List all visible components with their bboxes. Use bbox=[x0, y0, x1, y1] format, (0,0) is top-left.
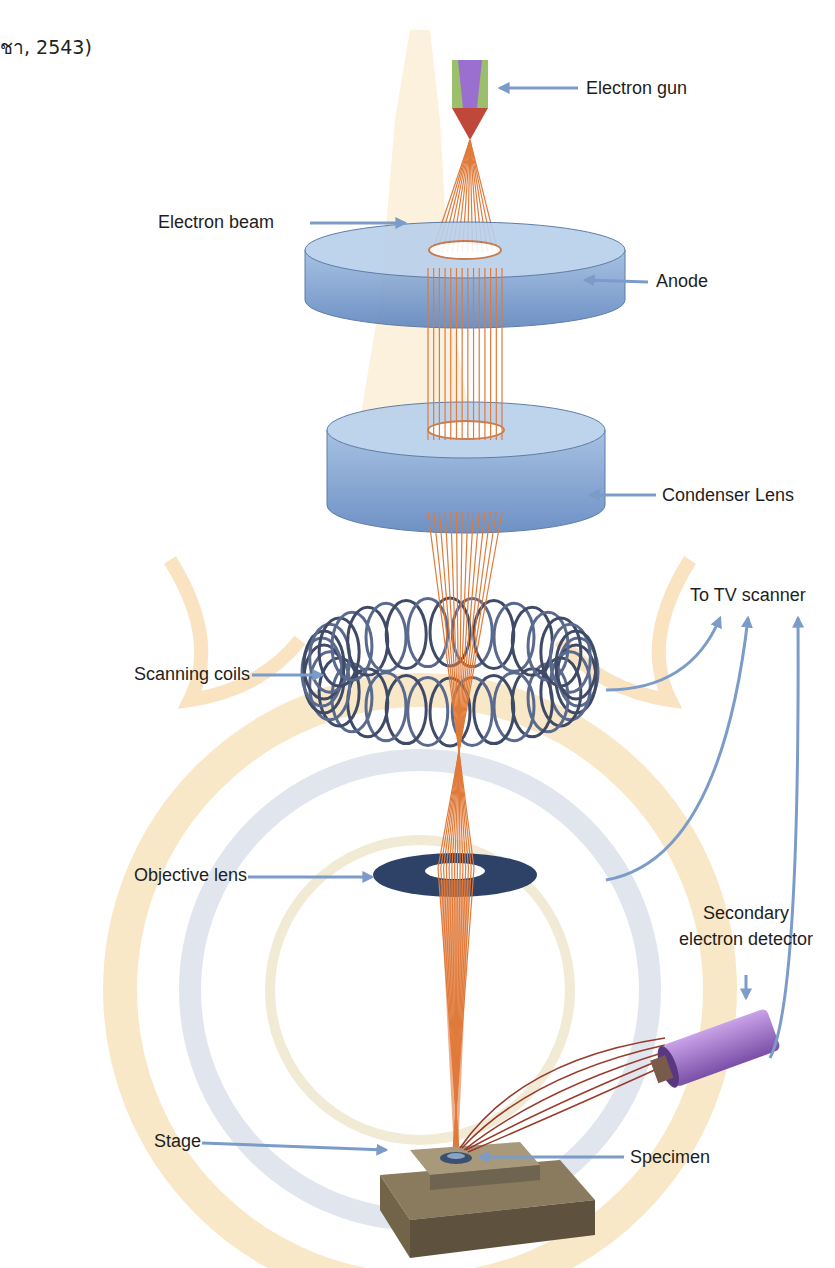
secondary-electron-detector bbox=[647, 1008, 781, 1093]
electron-beam bbox=[428, 268, 502, 440]
part-label: Specimen bbox=[630, 1144, 710, 1170]
stage bbox=[380, 1142, 595, 1258]
part-label: Condenser Lens bbox=[662, 482, 794, 508]
part-label: Electron gun bbox=[586, 75, 687, 101]
part-label: Scanning coils bbox=[134, 661, 250, 687]
part-label: To TV scanner bbox=[690, 582, 806, 608]
part-label: Secondary electron detector bbox=[672, 900, 820, 952]
part-label: Stage bbox=[154, 1128, 201, 1154]
secondary-electrons bbox=[460, 1038, 668, 1152]
signal-wire bbox=[606, 618, 798, 1058]
part-label: Objective lens bbox=[134, 862, 247, 888]
citation-text: ชา, 2543) bbox=[0, 34, 92, 62]
condenser-lens bbox=[327, 402, 605, 533]
part-label: Anode bbox=[656, 268, 708, 294]
electron-beam bbox=[428, 512, 502, 1152]
watermark bbox=[120, 30, 720, 1268]
anode bbox=[305, 222, 625, 328]
leader-arrow bbox=[202, 88, 746, 1157]
specimen bbox=[440, 1152, 472, 1164]
part-label: Electron beam bbox=[158, 209, 274, 235]
electron-gun bbox=[452, 60, 488, 140]
